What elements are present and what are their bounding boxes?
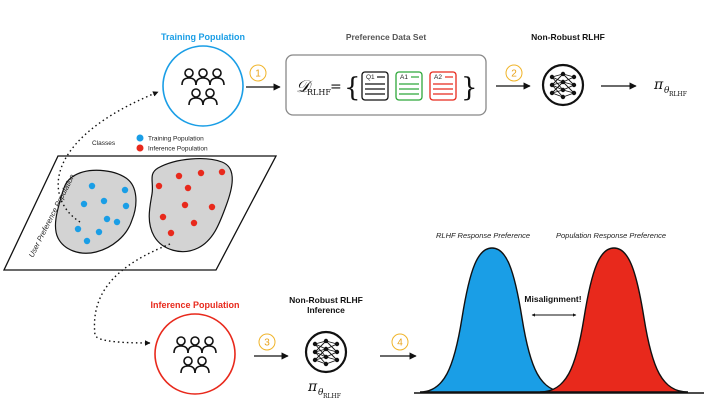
step-1-label: 1 bbox=[255, 69, 261, 80]
inference-population-title: Inference Population bbox=[150, 300, 239, 310]
svg-text:A1: A1 bbox=[400, 74, 408, 81]
population-distribution-curve bbox=[539, 247, 689, 393]
inference-cluster-points bbox=[155, 168, 226, 237]
training-cluster-blob bbox=[54, 169, 137, 254]
legend-inference-dot bbox=[136, 144, 144, 152]
training-population-circle bbox=[162, 45, 244, 127]
step-2-label: 2 bbox=[511, 69, 517, 80]
rlhf-distribution-curve bbox=[419, 247, 567, 393]
inference-population-circle bbox=[154, 313, 236, 395]
dataset-equals: = bbox=[330, 79, 342, 95]
card-q1: Q1 bbox=[361, 71, 389, 101]
legend-inference-label: Inference Population bbox=[148, 146, 208, 153]
non-robust-rlhf-title: Non-Robust RLHF bbox=[531, 32, 605, 42]
population-response-preference-label: Population Response Preference bbox=[556, 231, 666, 240]
step-3-badge bbox=[258, 333, 276, 351]
legend-training-dot bbox=[136, 134, 144, 142]
dotted-arrow-to-training bbox=[57, 91, 159, 223]
misalignment-label: Misalignment! bbox=[524, 294, 581, 304]
non-robust-rlhf-inference-line2: Inference bbox=[307, 305, 345, 315]
neural-network-icon-inference bbox=[304, 330, 348, 374]
svg-text:RLHF: RLHF bbox=[323, 393, 341, 400]
brace-open: { bbox=[344, 73, 361, 103]
training-population-title: Training Population bbox=[161, 32, 245, 42]
dotted-arrow-to-inference bbox=[93, 243, 171, 346]
brace-close: } bbox=[461, 73, 478, 103]
preference-data-set-title: Preference Data Set bbox=[346, 32, 426, 42]
step-4-label: 4 bbox=[397, 338, 403, 349]
svg-text:θ: θ bbox=[664, 86, 670, 96]
inference-cluster-blob bbox=[148, 158, 233, 253]
policy-output-top: π θ RLHF bbox=[653, 77, 687, 98]
step-2-badge bbox=[505, 64, 523, 82]
neural-network-icon bbox=[541, 63, 585, 107]
svg-text:π: π bbox=[307, 379, 318, 395]
non-robust-rlhf-inference-line1: Non-Robust RLHF bbox=[289, 295, 363, 305]
step-4-badge bbox=[391, 333, 409, 351]
policy-output-bottom: π θ RLHF bbox=[307, 379, 341, 400]
legend-training-label: Training Population bbox=[148, 136, 204, 143]
rlhf-response-preference-label: RLHF Response Preference bbox=[436, 231, 530, 240]
training-cluster-points bbox=[74, 182, 130, 245]
dataset-subscript: RLHF bbox=[307, 88, 331, 97]
svg-text:π: π bbox=[653, 77, 664, 93]
step-3-label: 3 bbox=[264, 338, 270, 349]
card-a1: A1 bbox=[395, 71, 423, 101]
dataset-symbol: 𝒟 bbox=[296, 77, 313, 97]
classes-panel bbox=[2, 155, 278, 271]
svg-text:RLHF: RLHF bbox=[669, 91, 687, 98]
svg-text:θ: θ bbox=[318, 388, 324, 398]
step-1-badge bbox=[249, 64, 267, 82]
svg-text:A2: A2 bbox=[434, 74, 442, 81]
classes-label: Classes bbox=[92, 140, 116, 147]
card-a2: A2 bbox=[429, 71, 457, 101]
svg-text:Q1: Q1 bbox=[366, 74, 375, 81]
